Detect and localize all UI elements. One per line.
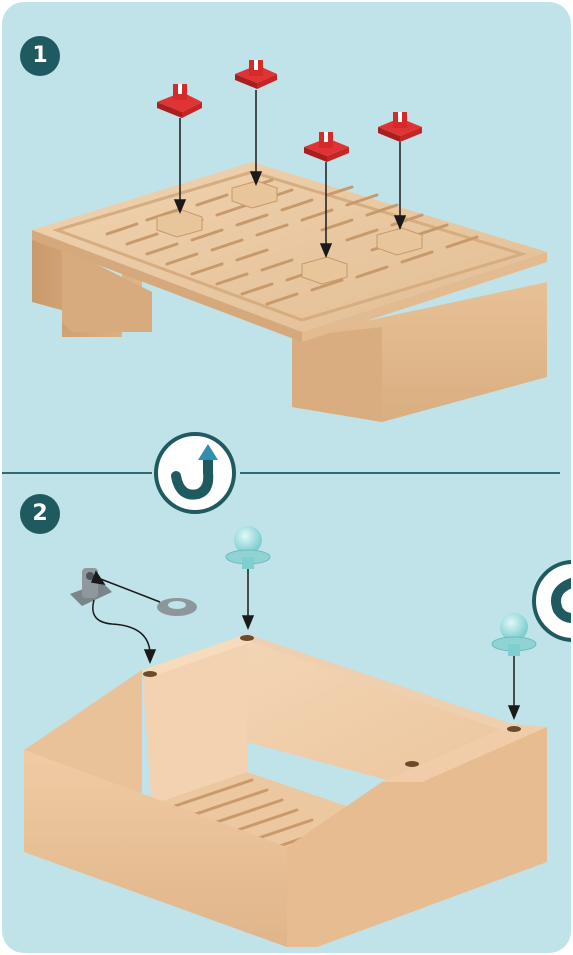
step-1-badge: 1 <box>20 36 60 76</box>
teal-peg-2 <box>491 613 537 656</box>
red-peg-3 <box>304 132 349 162</box>
hole-side <box>405 761 419 767</box>
hole-left <box>143 671 157 677</box>
hole-back <box>240 635 254 641</box>
teal-peg-1 <box>225 526 271 569</box>
section-divider-right <box>240 472 560 474</box>
assembly-arrows <box>90 569 521 720</box>
step-2-badge: 2 <box>20 494 60 534</box>
platform-slots <box>105 178 479 306</box>
hole-right <box>507 726 521 732</box>
step-1-illustration <box>32 60 547 422</box>
section-divider-left <box>2 472 152 474</box>
grey-ring <box>157 598 197 616</box>
red-peg-2 <box>235 60 277 89</box>
rotate-flip-icon <box>154 432 236 514</box>
box-front-left <box>24 750 287 947</box>
platform-sockets <box>156 180 423 285</box>
red-peg-4 <box>378 112 422 142</box>
left-leg-block <box>32 232 142 337</box>
insert-arrows <box>173 90 407 258</box>
platform-top <box>32 162 547 332</box>
red-peg-1 <box>157 84 202 118</box>
box-front-right <box>287 727 547 947</box>
grey-bracket <box>70 568 112 606</box>
